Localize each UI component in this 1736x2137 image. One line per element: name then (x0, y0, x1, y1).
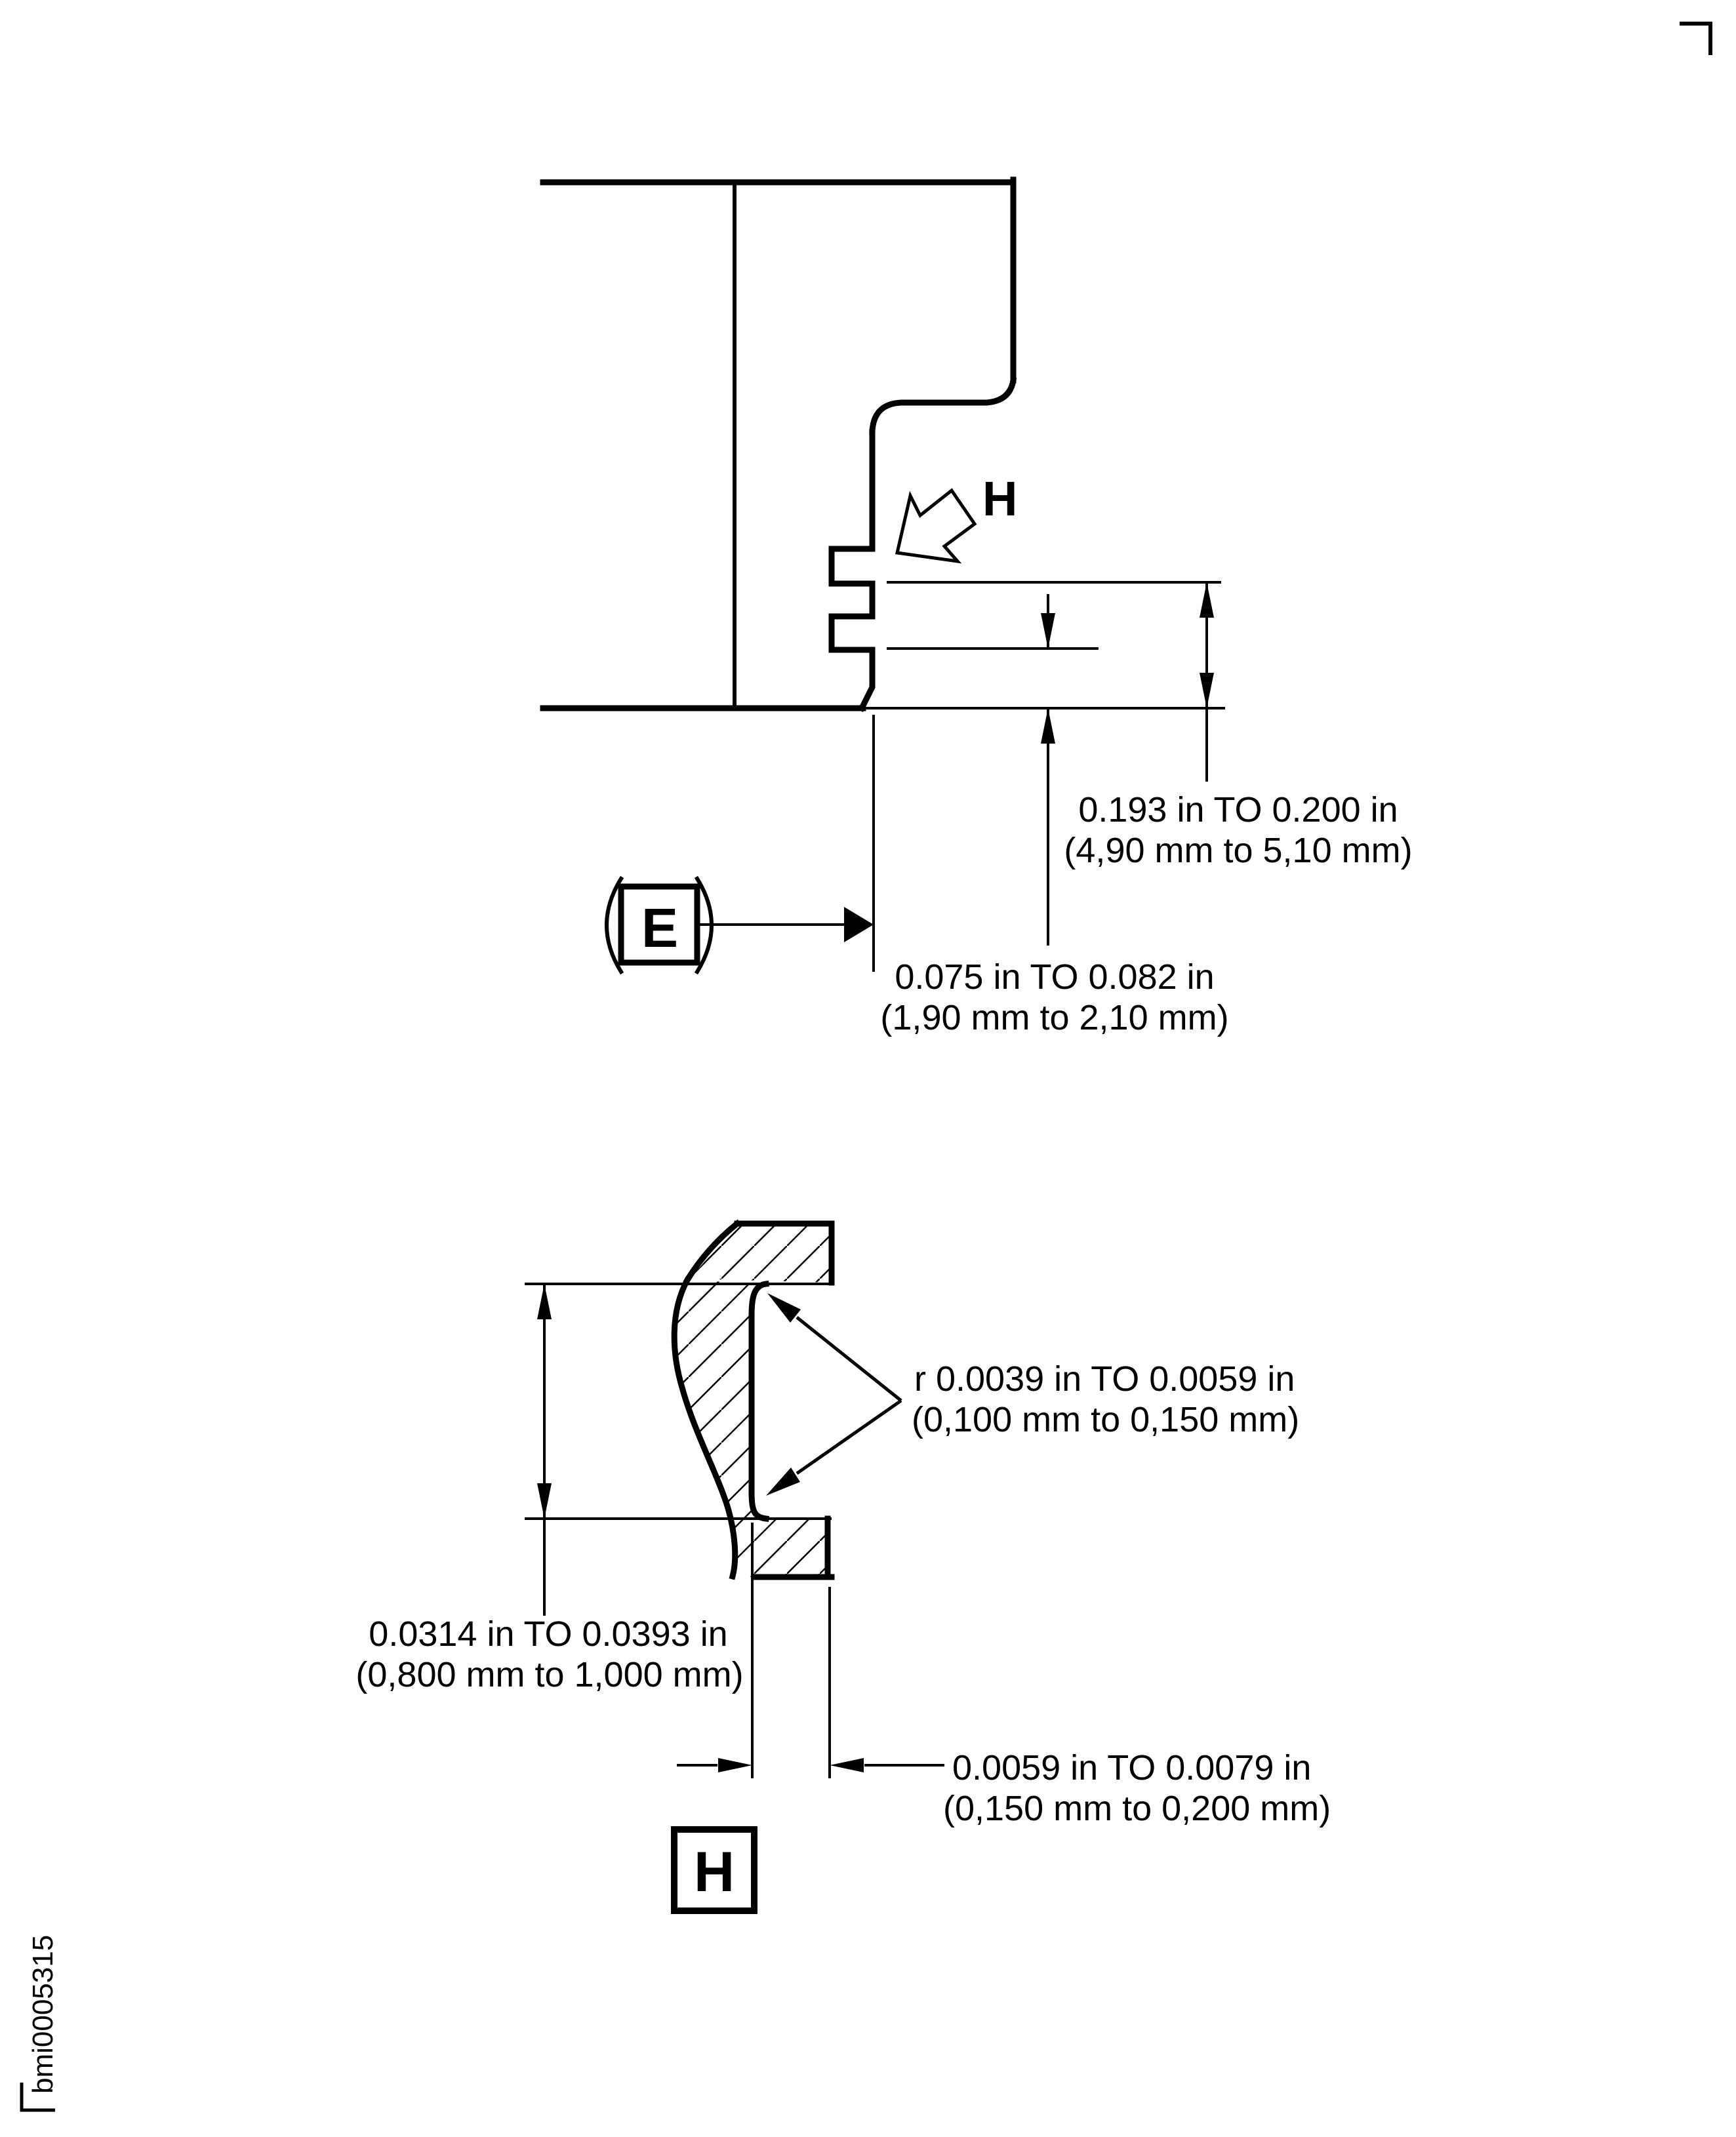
datum-triangle-icon (844, 907, 874, 942)
detail-label-frame (671, 1826, 757, 1914)
arrow-down-icon (1200, 673, 1214, 708)
dimension-height: 0.0314 in TO 0.0393 in (0,800 mm to 1,00… (355, 1284, 744, 1694)
radius-note-line1: r 0.0039 in TO 0.0059 in (914, 1359, 1295, 1399)
arrow-up-icon (1200, 582, 1214, 618)
section-view: 0.193 in TO 0.200 in (4,90 mm to 5,10 mm… (540, 176, 1413, 1037)
upper-break-edge (683, 1219, 742, 1285)
leader-arrow-down-icon (766, 1468, 800, 1496)
view-arrow-h: H (895, 471, 1017, 564)
upper-block-outline (734, 1220, 835, 1286)
dimension-groove2: 0.075 in TO 0.082 in (1,90 mm to 2,10 mm… (880, 594, 1229, 1037)
arrow-right-icon (718, 1758, 752, 1772)
dim-height-line1: 0.0314 in TO 0.0393 in (369, 1614, 727, 1654)
datum-label: E (641, 897, 678, 959)
view-arrow-label: H (982, 471, 1017, 526)
arrow-up-icon (1041, 708, 1055, 744)
datum-e-symbol: E (605, 875, 874, 975)
radius-note-line2: (0,100 mm to 0,150 mm) (912, 1400, 1299, 1439)
detail-label-text: H (694, 1841, 735, 1904)
arrow-up-icon (537, 1284, 552, 1319)
radius-note: r 0.0039 in TO 0.0059 in (0,100 mm to 0,… (766, 1293, 1299, 1496)
groove-wall-outline (748, 1281, 769, 1522)
part-shoulder (869, 376, 1017, 435)
corner-mark-bottom-left-icon (20, 2083, 55, 2112)
view-arrow-icon (895, 488, 977, 564)
detail-label-h: H (671, 1826, 757, 1914)
lower-block-outline (752, 1515, 835, 1580)
dimension-groove1: 0.193 in TO 0.200 in (4,90 mm to 5,10 mm… (1064, 582, 1413, 870)
arrow-left-icon (830, 1758, 864, 1772)
dim-groove1-line2: (4,90 mm to 5,10 mm) (1064, 831, 1412, 870)
dim-height-line2: (0,800 mm to 1,000 mm) (355, 1655, 743, 1694)
detail-view-h: r 0.0039 in TO 0.0059 in (0,100 mm to 0,… (355, 1219, 1331, 1914)
paren-left-icon (605, 875, 624, 975)
datum-frame (618, 883, 700, 966)
hatch-upper-region (690, 1224, 832, 1283)
arrow-down-icon (1041, 613, 1055, 649)
leader-arrow-up-icon (767, 1293, 801, 1323)
part-groove-profile (828, 428, 876, 713)
break-curve (671, 1275, 738, 1580)
dim-width-line2: (0,150 mm to 0,200 mm) (943, 1789, 1331, 1828)
dimension-width: 0.0059 in TO 0.0079 in (0,150 mm to 0,20… (677, 1523, 1331, 1828)
dim-groove1-line1: 0.193 in TO 0.200 in (1078, 790, 1398, 829)
arrow-down-icon (537, 1483, 552, 1519)
corner-mark-top-right-icon (1680, 22, 1712, 55)
dim-groove2-line1: 0.075 in TO 0.082 in (895, 957, 1214, 997)
dim-groove2-line2: (1,90 mm to 2,10 mm) (880, 998, 1228, 1037)
figure-id: bmi0005315 (27, 1935, 59, 2094)
dim-width-line1: 0.0059 in TO 0.0079 in (952, 1748, 1311, 1787)
